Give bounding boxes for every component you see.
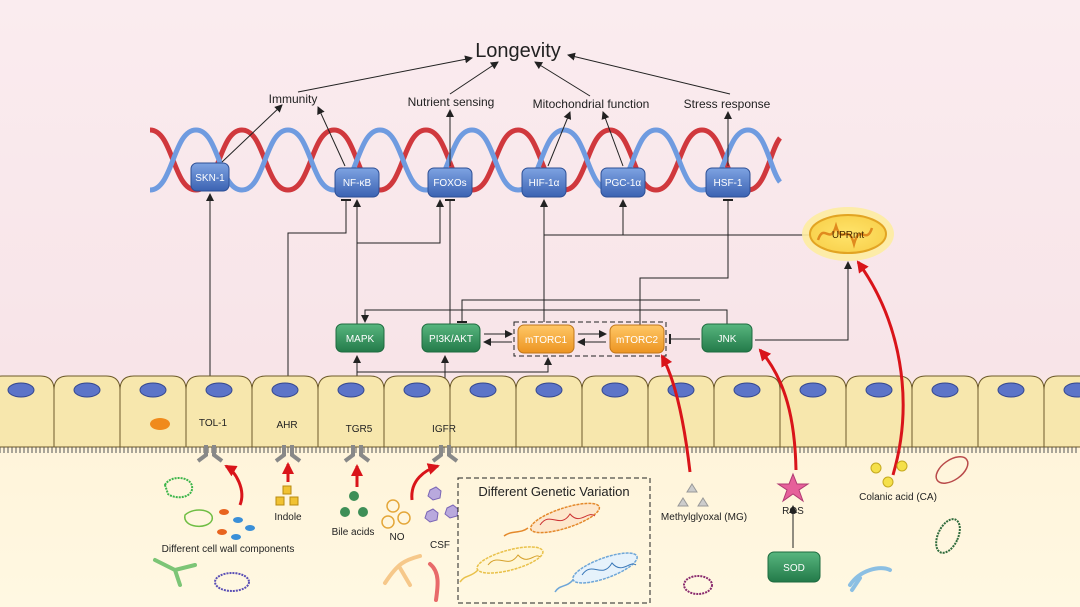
kinase-pi3k-label: PI3K/AKT <box>429 334 473 345</box>
no-label: NO <box>390 532 405 543</box>
cell-nucleus <box>73 382 101 398</box>
cell-nucleus <box>139 382 167 398</box>
bile-acids-label: Bile acids <box>332 527 375 538</box>
kinase-mapk-label: MAPK <box>346 334 375 345</box>
factor-hif1a: HIF-1α <box>521 167 567 198</box>
kinase-mapk: MAPK <box>335 323 385 353</box>
factor-pgc1a-label: PGC-1α <box>605 178 642 189</box>
factor-hif1a-label: HIF-1α <box>529 178 560 189</box>
uprmt-mitochondrion-icon: UPRmt <box>802 207 894 261</box>
cell-wall-components-label: Different cell wall components <box>162 544 295 555</box>
ros-star-icon <box>776 472 810 503</box>
indole-molecule-icon <box>275 485 299 506</box>
bacteria-inclusion-icon <box>150 418 170 430</box>
csf-label: CSF <box>430 540 450 551</box>
cell-nucleus <box>733 382 761 398</box>
cell-nucleus <box>1063 382 1080 398</box>
receptor-tgr5-label: TGR5 <box>346 424 373 435</box>
sod-node: SOD <box>767 551 821 583</box>
factor-foxos: FOXOs <box>427 167 473 198</box>
microvilli-border <box>0 447 1077 453</box>
epithelial-cell-layer <box>0 375 1080 453</box>
mtor-complex-box <box>513 321 667 357</box>
longevity-title: Longevity <box>475 40 561 62</box>
outcome-mitochondrial-function: Mitochondrial function <box>533 97 650 111</box>
cell-wall-components-icon <box>153 477 255 592</box>
kinase-mtorc2: mTORC2 <box>609 324 665 354</box>
kinase-mtorc1-label: mTORC1 <box>525 335 567 346</box>
signalling-lines <box>206 193 852 445</box>
receptor-tol1-label: TOL-1 <box>199 418 228 429</box>
cell-nucleus <box>931 382 959 398</box>
methylglyoxal-icon <box>677 483 709 507</box>
outcome-nutrient-sensing: Nutrient sensing <box>408 95 495 109</box>
outcome-immunity: Immunity <box>269 92 318 106</box>
outcome-arrows <box>221 52 732 167</box>
methylglyoxal-label: Methylglyoxal (MG) <box>661 512 747 523</box>
cell-nucleus <box>535 382 563 398</box>
cell-nucleus <box>7 382 35 398</box>
genetic-variation-box <box>457 477 651 604</box>
kinase-pi3k-akt: PI3K/AKT <box>421 323 481 353</box>
cell-nucleus <box>997 382 1025 398</box>
kinase-jnk-label: JNK <box>718 334 737 345</box>
activation-arrows <box>224 260 905 506</box>
receptor-tol1: TOL-1 <box>196 418 228 463</box>
nitric-oxide-icon <box>381 499 411 529</box>
cell-nucleus <box>271 382 299 398</box>
uprmt-label: UPRmt <box>832 230 864 241</box>
receptor-tgr5: TGR5 <box>343 424 373 463</box>
receptor-ahr: AHR <box>274 420 302 463</box>
bile-acids-icon <box>340 491 368 517</box>
kinase-jnk: JNK <box>701 323 753 353</box>
factor-pgc1a: PGC-1α <box>600 167 646 198</box>
indole-label: Indole <box>274 512 302 523</box>
cell-nucleus <box>667 382 695 398</box>
factor-skn1: SKN-1 <box>190 162 230 192</box>
csf-molecule-icon <box>424 486 459 523</box>
cell-nucleus <box>865 382 893 398</box>
factor-hsf1-label: HSF-1 <box>714 178 743 189</box>
colanic-acid-label: Colanic acid (CA) <box>859 492 937 503</box>
microbe-decoration-icon <box>848 456 969 592</box>
outcome-stress-response: Stress response <box>684 97 771 111</box>
bacteria-genetic-icon <box>459 502 638 593</box>
cell-nucleus <box>799 382 827 398</box>
kinase-mtorc2-label: mTORC2 <box>616 335 658 346</box>
cell-nucleus <box>337 382 365 398</box>
microbe-decoration-icon <box>683 575 713 595</box>
factor-foxos-label: FOXOs <box>433 178 466 189</box>
microbe-decoration-icon <box>383 554 440 602</box>
sod-label: SOD <box>783 563 805 574</box>
receptor-ahr-label: AHR <box>276 420 297 431</box>
receptor-igfr-label: IGFR <box>432 424 456 435</box>
kinase-mtorc1: mTORC1 <box>517 324 575 354</box>
factor-nfkb-label: NF-κB <box>343 178 372 189</box>
factor-skn1-label: SKN-1 <box>195 173 225 184</box>
receptor-igfr: IGFR <box>431 424 459 463</box>
genetic-variation-label: Different Genetic Variation <box>478 484 629 499</box>
cell-nucleus <box>601 382 629 398</box>
cell-nucleus <box>403 382 431 398</box>
colanic-acid-icon <box>870 460 908 488</box>
factor-nfkb: NF-κB <box>334 167 380 198</box>
cell-nucleus <box>469 382 497 398</box>
factor-hsf1: HSF-1 <box>705 167 751 198</box>
ros-label: ROS <box>782 506 804 517</box>
cell-nucleus <box>205 382 233 398</box>
